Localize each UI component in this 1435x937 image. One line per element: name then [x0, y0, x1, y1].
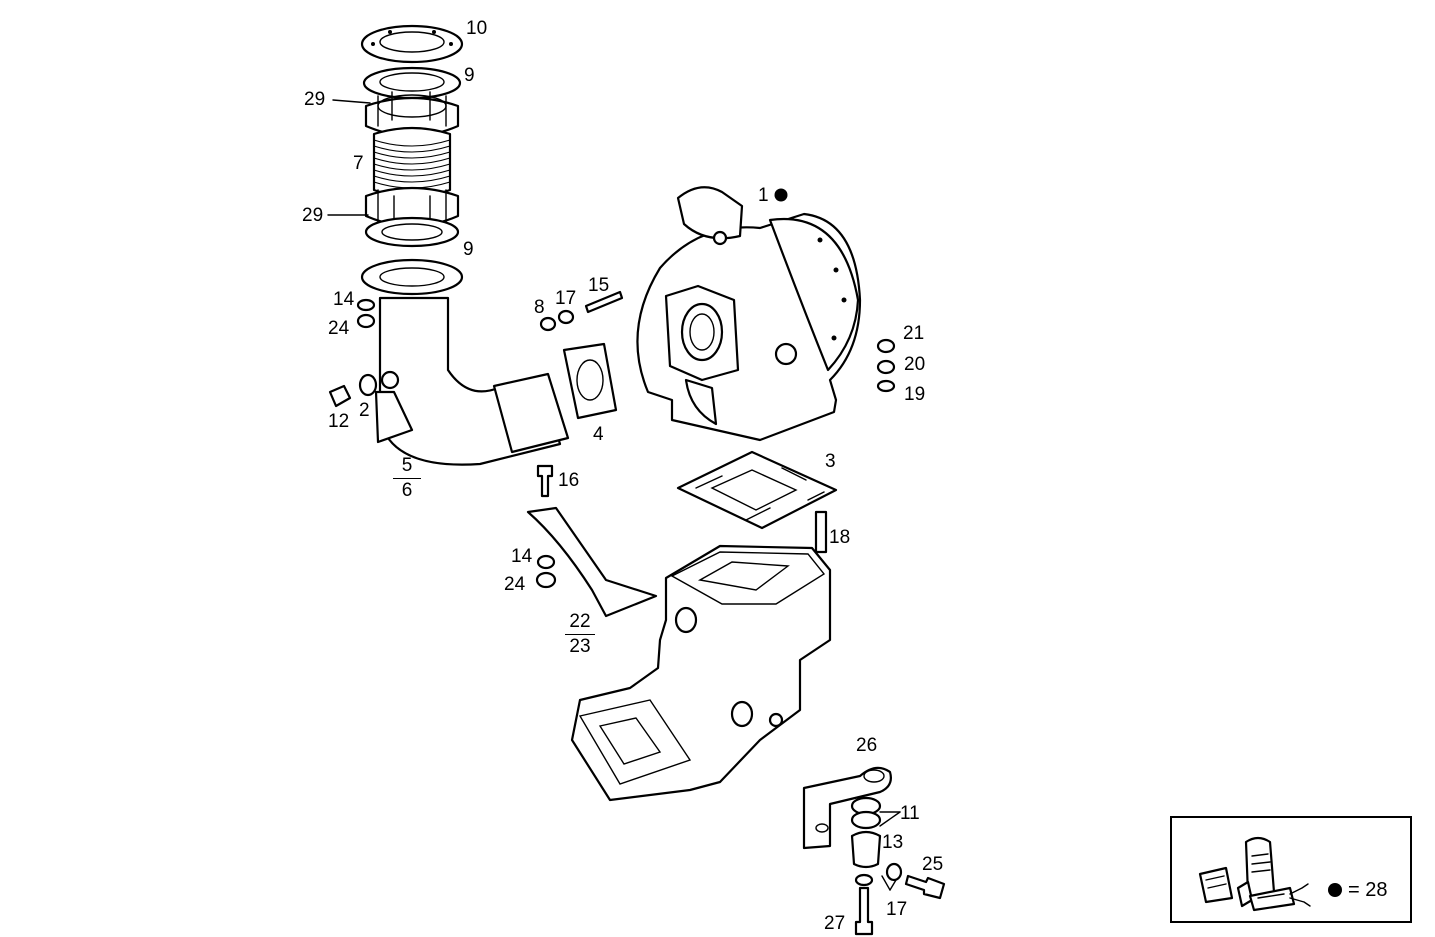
leader-lines	[327, 99, 901, 891]
callout-24-upper: 24	[328, 318, 350, 339]
callout-8: 8	[534, 297, 545, 318]
callout-25: 25	[922, 854, 944, 875]
callout-13: 13	[882, 832, 904, 853]
callout-27: 27	[824, 913, 846, 934]
callout-22-23: 22 23	[562, 612, 598, 657]
nuts-19-20-21	[876, 338, 896, 393]
gasket-4	[562, 342, 618, 420]
washer-17-lower	[885, 862, 903, 882]
callout-2: 2	[359, 400, 370, 421]
washer-above-27	[854, 873, 874, 887]
callout-9-upper: 9	[464, 65, 475, 86]
callout-15: 15	[588, 275, 610, 296]
callout-4: 4	[593, 424, 604, 445]
callout-14-lower: 14	[511, 546, 533, 567]
callout-5-6: 5 6	[390, 456, 424, 501]
callout-26: 26	[856, 735, 878, 756]
stud-15	[584, 290, 624, 314]
callout-11: 11	[900, 803, 920, 824]
legend-label: = 28	[1348, 879, 1388, 901]
callout-17-upper: 17	[555, 288, 577, 309]
sealant-kit-icon	[1198, 836, 1311, 912]
washer-17-upper	[557, 309, 575, 325]
turbocharger-1	[636, 186, 862, 442]
gasket-3	[676, 450, 838, 530]
stud-18	[814, 510, 828, 554]
bolt-25	[904, 874, 946, 900]
callout-12: 12	[328, 411, 350, 432]
callout-29-upper: 29	[304, 89, 326, 110]
callout-9-lower: 9	[463, 239, 474, 260]
bolt-16	[536, 464, 554, 498]
callout-10: 10	[466, 18, 488, 39]
nut-8	[539, 316, 557, 332]
exhaust-elbow-5-6	[360, 258, 570, 466]
gasket-9-upper	[362, 66, 462, 100]
legend-box: = 28	[1170, 816, 1412, 923]
callout-20: 20	[904, 354, 926, 375]
callout-16: 16	[558, 470, 580, 491]
fraction-bar	[565, 633, 595, 635]
callout-6: 6	[401, 479, 413, 501]
top-flange-10	[360, 24, 464, 64]
fraction-bar	[393, 477, 421, 479]
gasket-9-lower	[364, 216, 460, 248]
callout-21: 21	[903, 323, 925, 344]
bolt-27	[854, 886, 874, 936]
nuts-14-24-top	[356, 298, 376, 329]
bellows-compensator-7	[364, 91, 460, 229]
callout-14-upper: 14	[333, 289, 355, 310]
support-bracket-26	[802, 766, 892, 850]
filled-dot-icon	[1328, 883, 1342, 897]
callout-22: 22	[569, 611, 591, 632]
spacer-13	[850, 830, 882, 869]
plug-12-washer-2	[328, 373, 378, 408]
bracket-22-23	[526, 506, 658, 618]
callout-24-lower: 24	[504, 574, 526, 595]
callout-1-dot-icon	[774, 188, 788, 202]
callout-18: 18	[829, 527, 851, 548]
callout-1: 1	[758, 185, 769, 206]
callout-29-lower: 29	[302, 205, 324, 226]
nuts-14-24-lower	[535, 554, 557, 589]
callout-23: 23	[569, 635, 591, 657]
bushing-11-lower	[850, 810, 882, 830]
callout-3: 3	[825, 451, 836, 472]
callout-19: 19	[904, 384, 926, 405]
callout-7: 7	[353, 153, 364, 174]
callout-5: 5	[401, 455, 413, 476]
callout-17-lower: 17	[886, 899, 908, 920]
exhaust-manifold	[570, 544, 832, 802]
